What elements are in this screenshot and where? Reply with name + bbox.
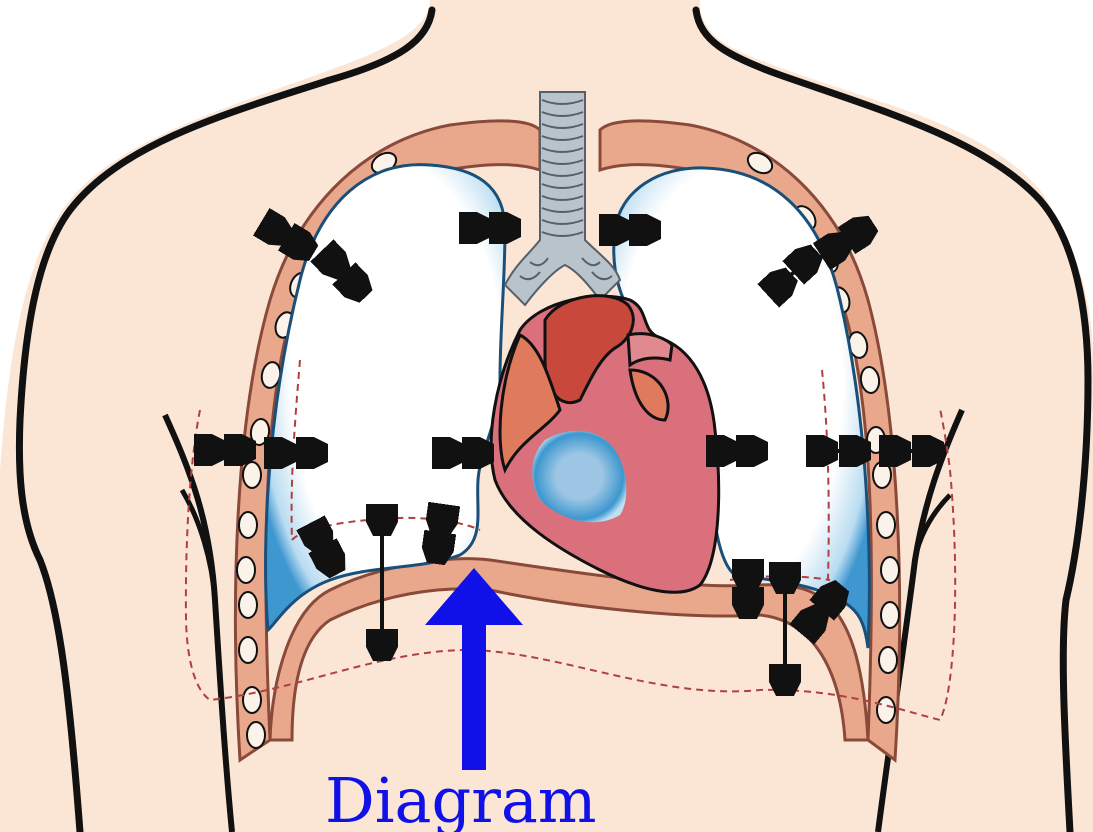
diaphragm-label: Diagram [325, 764, 597, 832]
